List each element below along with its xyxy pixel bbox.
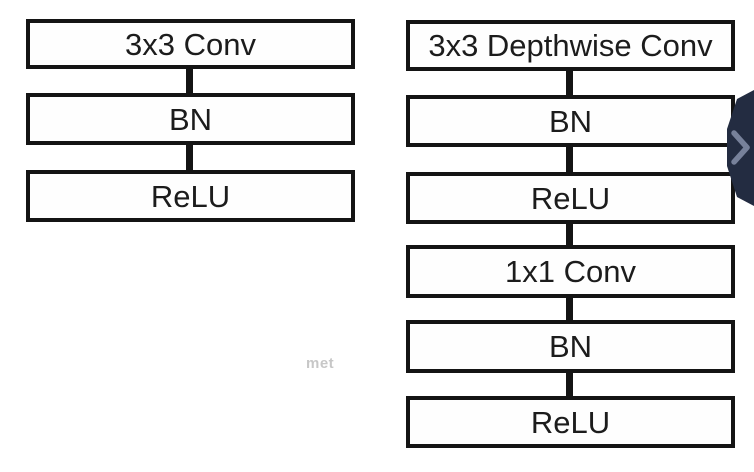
box-label: 3x3 Conv (125, 26, 256, 62)
box-label: BN (548, 329, 593, 364)
connector (186, 143, 193, 172)
diagram-box-bn: BN (406, 320, 735, 373)
connector (566, 145, 573, 174)
box-label: 3x3 Depthwise Conv (428, 28, 713, 63)
box-label: ReLU (530, 180, 611, 216)
carousel-next-button[interactable] (724, 86, 754, 210)
diagram-box-relu: ReLU (406, 396, 735, 448)
box-label: BN (168, 101, 213, 137)
diagram-box-depthwise-conv: 3x3 Depthwise Conv (406, 20, 735, 71)
diagram-box-bn: BN (406, 95, 735, 147)
next-button-shape (727, 90, 754, 206)
box-label: ReLU (150, 178, 231, 214)
box-label: ReLU (530, 404, 611, 440)
diagram-box-bn: BN (26, 93, 355, 145)
connector (566, 68, 573, 97)
diagram-box-relu: ReLU (26, 170, 355, 222)
diagram-box-conv3x3: 3x3 Conv (26, 19, 355, 69)
connector (566, 296, 573, 322)
diagram-box-relu: ReLU (406, 172, 735, 224)
connector (186, 66, 193, 95)
box-label: 1x1 Conv (505, 254, 636, 289)
box-label: BN (548, 103, 593, 139)
watermark: met (306, 355, 335, 372)
chevron-right-icon (731, 130, 750, 165)
connector (566, 222, 573, 247)
diagram-box-conv1x1: 1x1 Conv (406, 245, 735, 298)
connector (566, 371, 573, 398)
